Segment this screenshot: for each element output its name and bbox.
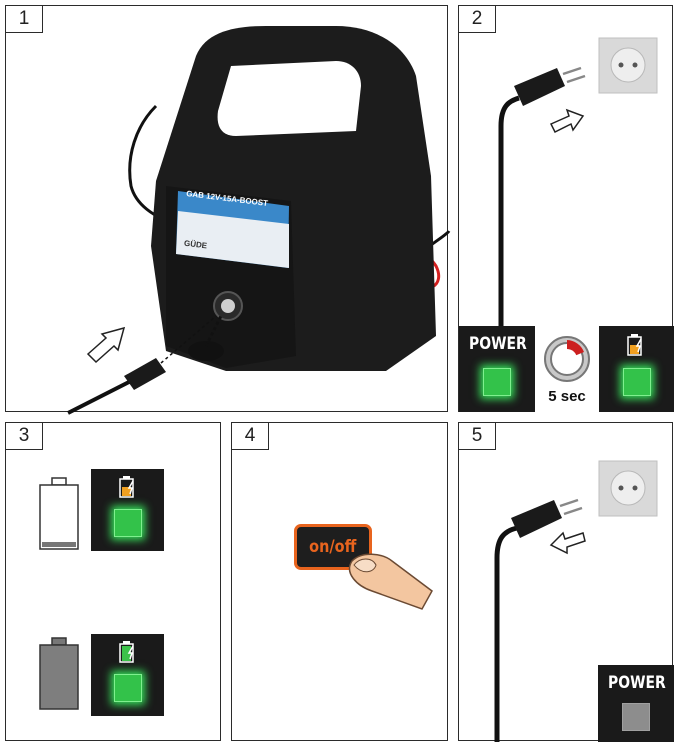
charging-indicator-box [91, 469, 164, 551]
timer-label: 5 sec [548, 388, 586, 405]
finger-pressing-icon [348, 553, 433, 610]
plug-into-socket-illustration [498, 37, 658, 326]
charging-led [623, 368, 651, 396]
empty-battery-icon [39, 477, 79, 550]
on-off-button[interactable]: on/off [294, 524, 372, 570]
unplug-illustration [494, 460, 658, 742]
power-label: POWER [469, 334, 527, 354]
step-4-panel: 4 on/off [231, 422, 448, 741]
step-2-panel: 2 POWER 5 sec [458, 5, 674, 412]
charging-led [114, 509, 142, 537]
charging-indicator-box [599, 326, 674, 412]
battery-charger-illustration [67, 26, 451, 415]
timer-box: 5 sec [535, 326, 599, 412]
battery-full-icon [119, 641, 134, 663]
power-indicator-box: POWER [459, 326, 535, 412]
power-indicator-box: POWER [598, 665, 674, 742]
step-number: 5 [458, 422, 496, 450]
step-number: 4 [231, 422, 269, 450]
power-label: POWER [608, 673, 666, 693]
on-off-button-label: on/off [309, 537, 357, 557]
step-number: 2 [458, 5, 496, 33]
charged-indicator-box [91, 634, 164, 716]
power-led-off [622, 703, 650, 731]
step-3-panel: 3 [5, 422, 221, 741]
battery-charging-icon [627, 334, 642, 356]
battery-charging-icon [119, 476, 134, 498]
step-number: 1 [5, 5, 43, 33]
power-led [483, 368, 511, 396]
step-number: 3 [5, 422, 43, 450]
charged-led [114, 674, 142, 702]
step-5-panel: 5 POWER [458, 422, 674, 742]
timer-icon [544, 336, 590, 382]
step-1-panel: 1 GAB 12V-15A-BOOST GÜDE [5, 5, 451, 415]
full-battery-icon [39, 637, 79, 710]
